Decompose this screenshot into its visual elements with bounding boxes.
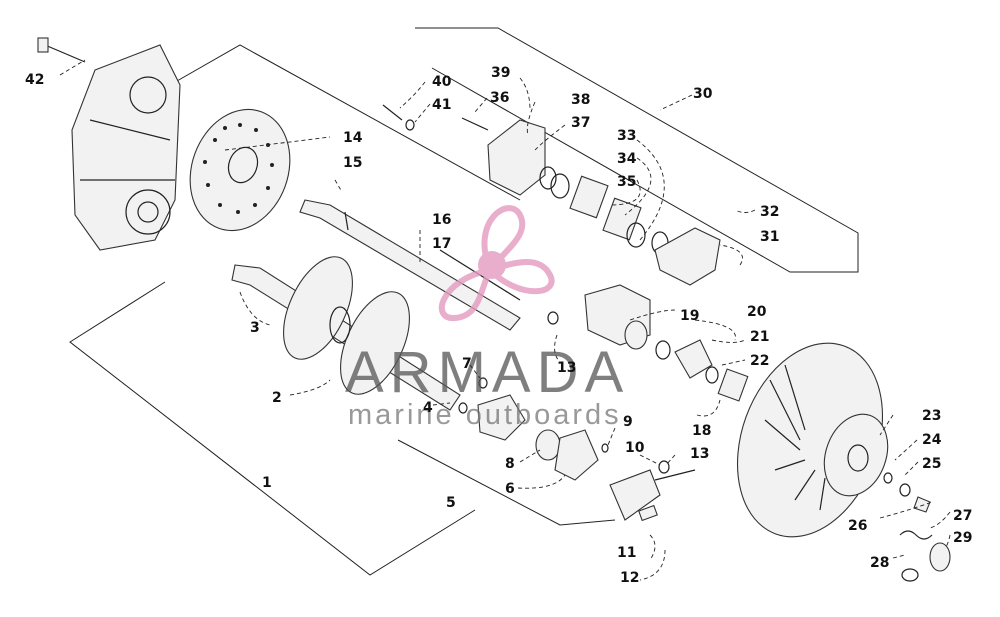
part-label-12: 12 bbox=[620, 570, 639, 586]
part-label-10: 10 bbox=[625, 440, 645, 456]
part-label-1: 1 bbox=[262, 475, 272, 491]
part-label-22: 22 bbox=[750, 353, 769, 369]
part-label-33: 33 bbox=[617, 128, 636, 144]
part-label-14: 14 bbox=[343, 130, 363, 146]
bearing-flange bbox=[584, 284, 749, 402]
frame-group-30 bbox=[415, 27, 859, 273]
frame-group-1 bbox=[69, 281, 476, 576]
frame-top-left bbox=[169, 44, 521, 201]
part-label-8: 8 bbox=[505, 456, 515, 472]
watermark-logo bbox=[438, 205, 555, 321]
lower-bearing-housing bbox=[458, 311, 696, 522]
part-label-4: 4 bbox=[423, 400, 433, 416]
part-label-25: 25 bbox=[922, 456, 941, 472]
part-label-19: 19 bbox=[680, 308, 699, 324]
watermark-title: ARMADA bbox=[345, 340, 629, 405]
part-label-2: 2 bbox=[272, 390, 282, 406]
part-label-9: 9 bbox=[623, 414, 633, 430]
part-label-42: 42 bbox=[25, 72, 44, 88]
clutch-hardware bbox=[883, 472, 951, 582]
part-label-20: 20 bbox=[747, 304, 767, 320]
part-label-13-upper: 13 bbox=[557, 360, 576, 376]
part-label-30: 30 bbox=[693, 86, 713, 102]
group-frames bbox=[69, 27, 859, 576]
part-label-6: 6 bbox=[505, 481, 515, 497]
part-label-23: 23 bbox=[922, 408, 941, 424]
part-label-18: 18 bbox=[692, 423, 711, 439]
part-label-15: 15 bbox=[343, 155, 362, 171]
part-label-24: 24 bbox=[922, 432, 942, 448]
leader-lines bbox=[59, 59, 951, 581]
part-label-11: 11 bbox=[617, 545, 636, 561]
part-label-38: 38 bbox=[571, 92, 590, 108]
bolt-42 bbox=[37, 37, 86, 63]
driven-clutch-23 bbox=[736, 342, 889, 538]
part-label-31: 31 bbox=[760, 229, 779, 245]
part-label-28: 28 bbox=[870, 555, 889, 571]
engine-case bbox=[71, 44, 181, 251]
watermark-subtitle: marine outboards bbox=[348, 399, 622, 431]
part-label-3: 3 bbox=[250, 320, 260, 336]
part-label-5: 5 bbox=[446, 495, 456, 511]
part-label-26: 26 bbox=[848, 518, 867, 534]
part-label-21: 21 bbox=[750, 329, 769, 345]
part-label-40: 40 bbox=[432, 74, 452, 90]
part-label-13-lower: 13 bbox=[690, 446, 709, 462]
part-label-32: 32 bbox=[760, 204, 779, 220]
caliper-assembly bbox=[382, 104, 721, 286]
part-labels: 1 2 3 4 5 6 7 8 9 10 11 12 13 13 14 15 1… bbox=[25, 65, 972, 586]
part-label-34: 34 bbox=[617, 151, 637, 167]
drive-shaft-sprockets bbox=[231, 256, 461, 411]
part-label-39: 39 bbox=[491, 65, 510, 81]
brake-disc-14 bbox=[189, 108, 291, 232]
part-label-29: 29 bbox=[953, 530, 972, 546]
frame-group-5 bbox=[397, 439, 616, 526]
part-label-35: 35 bbox=[617, 174, 636, 190]
part-label-27: 27 bbox=[953, 508, 972, 524]
part-label-7: 7 bbox=[462, 356, 472, 372]
part-label-41: 41 bbox=[432, 97, 451, 113]
part-label-17: 17 bbox=[432, 236, 451, 252]
part-label-16: 16 bbox=[432, 212, 451, 228]
part-label-37: 37 bbox=[571, 115, 590, 131]
part-label-36: 36 bbox=[490, 90, 509, 106]
